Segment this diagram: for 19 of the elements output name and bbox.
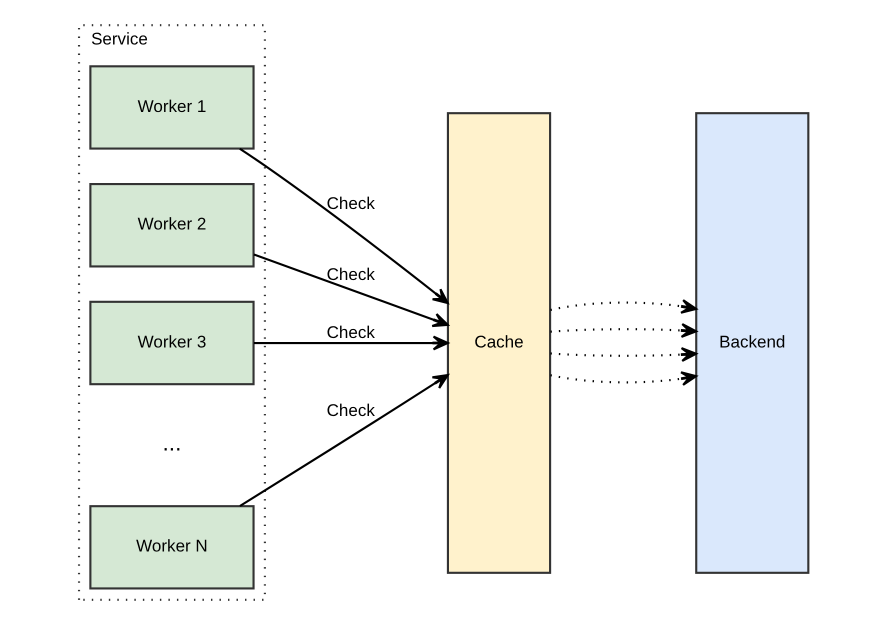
arrow xyxy=(550,323,697,338)
edge-label: Check xyxy=(326,401,374,420)
label: ... xyxy=(162,430,181,456)
node-box: Cache xyxy=(446,112,551,574)
arrow xyxy=(253,254,448,328)
node-box: Worker N xyxy=(88,505,254,590)
edge-label: Check xyxy=(326,265,374,284)
arrow xyxy=(238,374,448,507)
arrow xyxy=(550,347,697,362)
edge-label: Check xyxy=(326,194,374,214)
arrow xyxy=(238,148,448,304)
edge-label: Check xyxy=(326,323,374,342)
node-box: Worker 1 xyxy=(88,65,254,150)
node-box: Backend xyxy=(694,112,809,574)
arrow xyxy=(253,336,448,350)
node-box: Worker 2 xyxy=(88,183,254,268)
arrow xyxy=(550,371,697,386)
arrow xyxy=(550,299,697,314)
node-box: Worker 3 xyxy=(88,300,254,386)
